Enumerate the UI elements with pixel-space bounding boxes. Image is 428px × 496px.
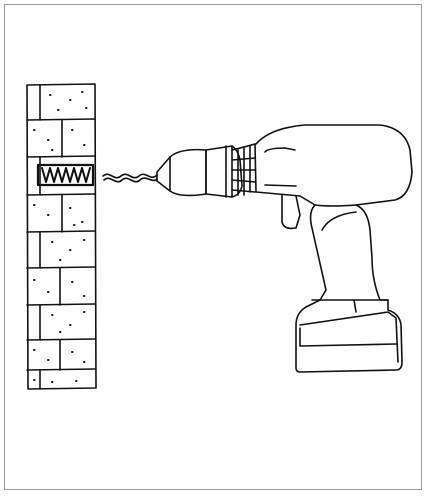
cordless-drill [157, 125, 412, 372]
motor-housing [256, 125, 412, 206]
chuck-nose [157, 150, 206, 196]
drill-bit [103, 174, 157, 181]
hole-spiral [42, 168, 90, 182]
handle [296, 205, 402, 372]
chuck-collar [206, 146, 232, 197]
brick-wall [27, 84, 96, 389]
battery-pack [300, 312, 398, 362]
trigger [282, 195, 300, 228]
